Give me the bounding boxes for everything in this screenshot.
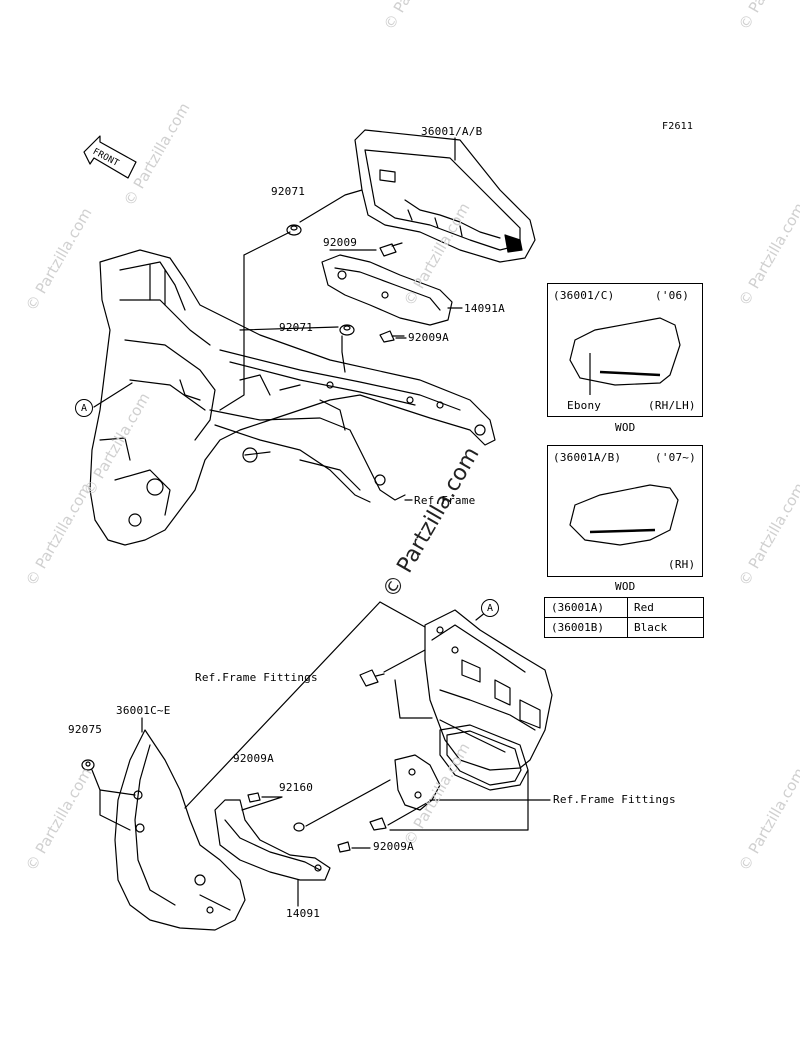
bolt-ref-fittings-1: [359, 669, 385, 687]
part-14091a-label[interactable]: 14091A: [464, 302, 505, 315]
part-92009a-left-label[interactable]: 92009A: [233, 752, 274, 765]
inset1-caption: WOD: [615, 421, 636, 434]
table-row: (36001A) Red: [544, 597, 704, 618]
inset2-cover-shape: [569, 484, 679, 546]
lower-side-cover: [114, 729, 246, 931]
side-cover-upper: [354, 129, 536, 263]
bolt-92009a-left: [247, 792, 261, 803]
ref-frame-fittings-2-label[interactable]: Ref.Frame Fittings: [553, 793, 676, 806]
part-92009a-top-label[interactable]: 92009A: [408, 331, 449, 344]
inset2-year: ('07~): [655, 451, 696, 464]
inset1-year: ('06): [655, 289, 690, 302]
part-92075-label[interactable]: 92075: [68, 723, 103, 736]
nut-92071-top: [286, 224, 302, 236]
color-code-cell: (36001A): [544, 597, 628, 618]
part-92009a-bottom-label[interactable]: 92009A: [373, 840, 414, 853]
inset1-color: Ebony: [567, 399, 602, 412]
color-table: (36001A) Red (36001B) Black: [544, 597, 704, 638]
nut-92075: [81, 759, 95, 771]
inset1-cover-shape: [569, 317, 681, 395]
part-36001ab-label[interactable]: 36001/A/B: [421, 125, 483, 138]
part-14091-label[interactable]: 14091: [286, 907, 321, 920]
color-name-cell: Red: [627, 597, 704, 618]
bolt-92009-top: [379, 242, 403, 257]
inset2-caption: WOD: [615, 580, 636, 593]
part-92071-mid-label[interactable]: 92071: [279, 321, 314, 334]
ref-circle-a: A: [481, 599, 499, 617]
diagram-id: F2611: [662, 121, 694, 132]
part-92071-top-label[interactable]: 92071: [271, 185, 306, 198]
bolt-92009a-bottom: [337, 841, 351, 853]
inset2-code: (36001A/B): [553, 451, 622, 464]
table-row: (36001B) Black: [544, 617, 704, 638]
color-code-cell: (36001B): [544, 617, 628, 638]
washer-92160: [293, 822, 305, 832]
bolt-ref-fittings-2: [369, 817, 387, 831]
lower-cover-14091: [214, 799, 331, 881]
bolt-92009a-top: [379, 330, 405, 343]
part-92009-label[interactable]: 92009: [323, 236, 358, 249]
inset-2007-box: [547, 445, 703, 577]
ref-frame-fittings-1-label[interactable]: Ref.Frame Fittings: [195, 671, 318, 684]
ref-frame-label[interactable]: Ref.Frame: [414, 494, 476, 507]
part-92160-label[interactable]: 92160: [279, 781, 314, 794]
bracket-assembly: [394, 609, 553, 811]
nut-92071-mid: [339, 324, 355, 336]
inset2-side: (RH): [668, 558, 696, 571]
inset1-side: (RH/LH): [648, 399, 696, 412]
front-arrow-icon: [83, 135, 137, 179]
part-36001ce-label[interactable]: 36001C~E: [116, 704, 171, 717]
ref-circle-a: A: [75, 399, 93, 417]
color-name-cell: Black: [627, 617, 704, 638]
inset-2006-box: [547, 283, 703, 417]
inset1-code: (36001/C): [553, 289, 615, 302]
motorcycle-frame: [89, 249, 496, 546]
cover-14091a: [321, 254, 453, 326]
